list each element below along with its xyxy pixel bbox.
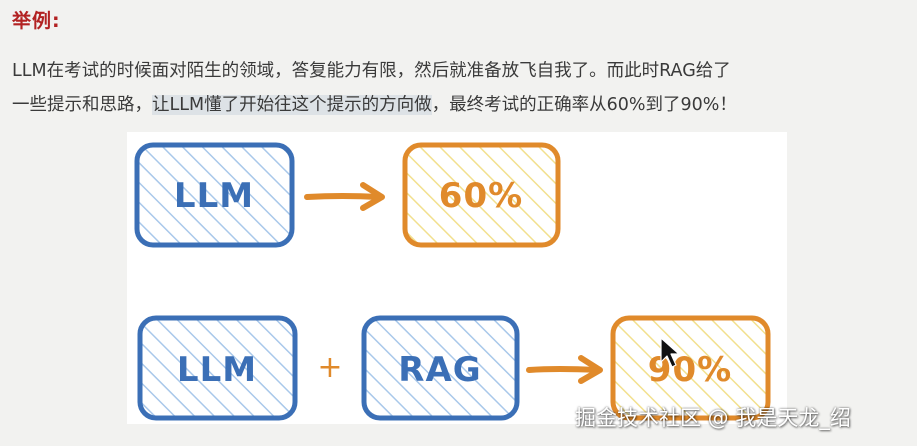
- text-selection-highlight: 让LLM懂了开始往这个提示的方向做: [152, 95, 432, 115]
- result-label-60: 60%: [439, 176, 523, 216]
- example-paragraph: LLM在考试的时候面对陌生的领域，答复能力有限，然后就准备放飞自我了。而此时RA…: [12, 54, 907, 122]
- result-box-60: 60%: [402, 142, 561, 248]
- watermark: 掘金技术社区 @ 我是天龙_绍: [575, 406, 851, 430]
- mouse-pointer-icon: [660, 337, 680, 368]
- arrow-right-icon: [526, 355, 603, 384]
- result-box-90: 90%: [610, 315, 771, 421]
- llm-label-row1: LLM: [174, 176, 254, 216]
- section-heading: 举例:: [12, 10, 61, 32]
- rag-box: RAG: [361, 315, 520, 421]
- paragraph-line-2-start: 一些提示和思路，: [12, 95, 152, 115]
- llm-label-row2: LLM: [177, 350, 257, 390]
- llm-box-row1: LLM: [134, 142, 295, 248]
- paragraph-line-2: 一些提示和思路，让LLM懂了开始往这个提示的方向做，最终考试的正确率从60%到了…: [12, 88, 907, 122]
- plus-sign: +: [317, 350, 342, 385]
- rag-label: RAG: [398, 350, 481, 390]
- paragraph-line-1: LLM在考试的时候面对陌生的领域，答复能力有限，然后就准备放飞自我了。而此时RA…: [12, 61, 731, 81]
- paragraph-line-2-end: ，最终考试的正确率从60%到了90%！: [431, 95, 737, 115]
- llm-box-row2: LLM: [137, 315, 298, 421]
- arrow-right-icon: [304, 182, 385, 211]
- rag-diagram: LLM 60% LLM + RAG: [134, 142, 771, 421]
- rag-diagram-figure: LLM 60% LLM + RAG: [127, 132, 787, 424]
